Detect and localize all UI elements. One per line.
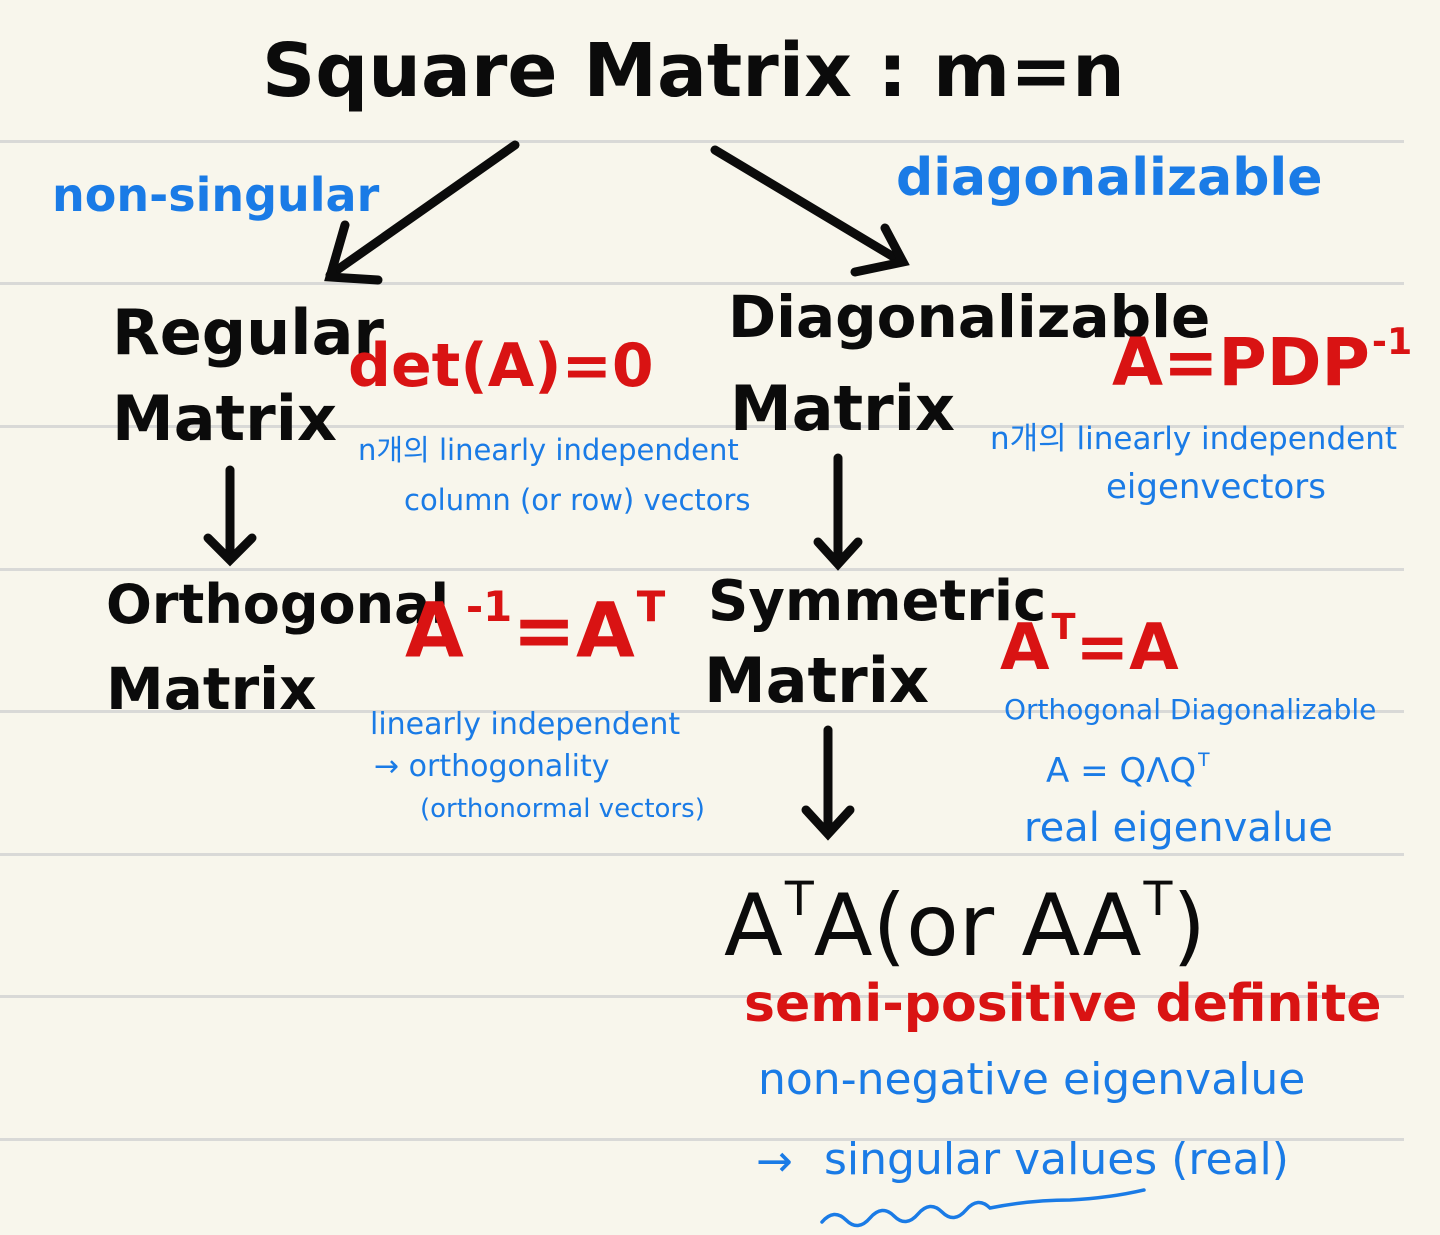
rule-line xyxy=(0,140,1404,143)
orthogonal-note-line1: linearly independent xyxy=(370,707,681,742)
regular-note-line2: column (or row) vectors xyxy=(404,483,751,517)
diagonalizable-formula-main: A=PDP xyxy=(1112,323,1370,401)
symmetric-formula-sup: T xyxy=(1051,607,1076,648)
symmetric-note-formula: A = QΛQ xyxy=(1046,750,1197,791)
ata-note-line2: singular values (real) xyxy=(824,1134,1289,1185)
ata-sup2: T xyxy=(1143,872,1173,927)
right-branch-label: diagonalizable xyxy=(896,148,1323,208)
ata-note-line1: non-negative eigenvalue xyxy=(758,1054,1306,1105)
orthogonal-formula-base: A xyxy=(405,585,464,675)
orthogonal-name-line1: Orthogonal xyxy=(106,573,450,636)
regular-name-line2: Matrix xyxy=(112,382,337,455)
ata-property: semi-positive definite xyxy=(744,974,1382,1034)
diagonalizable-formula-sup: -1 xyxy=(1371,320,1413,363)
arrow-to-ata xyxy=(801,725,855,841)
symmetric-formula: AT=A xyxy=(1000,610,1179,680)
arrow-to-symmetric xyxy=(813,453,863,571)
rule-line xyxy=(0,425,1404,428)
diagonalizable-note-line1: n개의 linearly independent xyxy=(990,421,1398,457)
orthogonal-note-line2: → orthogonality xyxy=(374,749,610,784)
regular-formula: det(A)=0 xyxy=(348,331,654,401)
ata-part3: ) xyxy=(1172,876,1206,977)
symmetric-note-line3: real eigenvalue xyxy=(1024,805,1333,851)
rule-line xyxy=(0,282,1404,285)
diagonalizable-formula: A=PDP-1 xyxy=(1112,323,1412,396)
ata-formula: ATA(or AAT) xyxy=(724,876,1206,969)
rule-line xyxy=(0,568,1404,571)
ata-part1: A xyxy=(724,876,783,977)
rule-line xyxy=(0,853,1404,856)
arrow-to-diagonalizable xyxy=(710,145,910,277)
rule-line xyxy=(0,1138,1404,1141)
rule-line xyxy=(0,995,1404,998)
symmetric-name-line1: Symmetric xyxy=(708,569,1047,634)
orthogonal-formula-eq-sup: T xyxy=(636,582,666,631)
page-title: Square Matrix : m=n xyxy=(262,28,1125,114)
symmetric-note-line1: Orthogonal Diagonalizable xyxy=(1004,693,1377,726)
ata-note-arrow: → xyxy=(756,1136,793,1187)
symmetric-name-line2: Matrix xyxy=(704,644,929,717)
diagonalizable-name-line1: Diagonalizable xyxy=(728,283,1211,351)
symmetric-formula-rest: =A xyxy=(1075,610,1179,685)
ata-sup1: T xyxy=(784,872,814,927)
orthogonal-formula-base-sup: -1 xyxy=(465,582,513,631)
arrow-to-orthogonal xyxy=(203,465,257,567)
orthogonal-formula: A-1=AT xyxy=(405,586,665,669)
arrow-to-regular xyxy=(324,140,520,285)
rule-line xyxy=(0,710,1404,713)
regular-note-line1: n개의 linearly independent xyxy=(358,433,739,467)
diagonalizable-name-line2: Matrix xyxy=(730,372,955,445)
diagonalizable-note-line2: eigenvectors xyxy=(1106,467,1326,507)
orthogonal-note-line3: (orthonormal vectors) xyxy=(420,794,705,824)
ata-part2: A(or AA xyxy=(813,876,1142,977)
orthogonal-formula-eq: =A xyxy=(512,585,635,675)
symmetric-note-formula-sup: T xyxy=(1198,750,1210,771)
left-branch-label: non-singular xyxy=(52,168,380,222)
symmetric-formula-base: A xyxy=(1000,610,1050,685)
orthogonal-name-line2: Matrix xyxy=(106,655,317,723)
regular-name-line1: Regular xyxy=(112,296,384,369)
